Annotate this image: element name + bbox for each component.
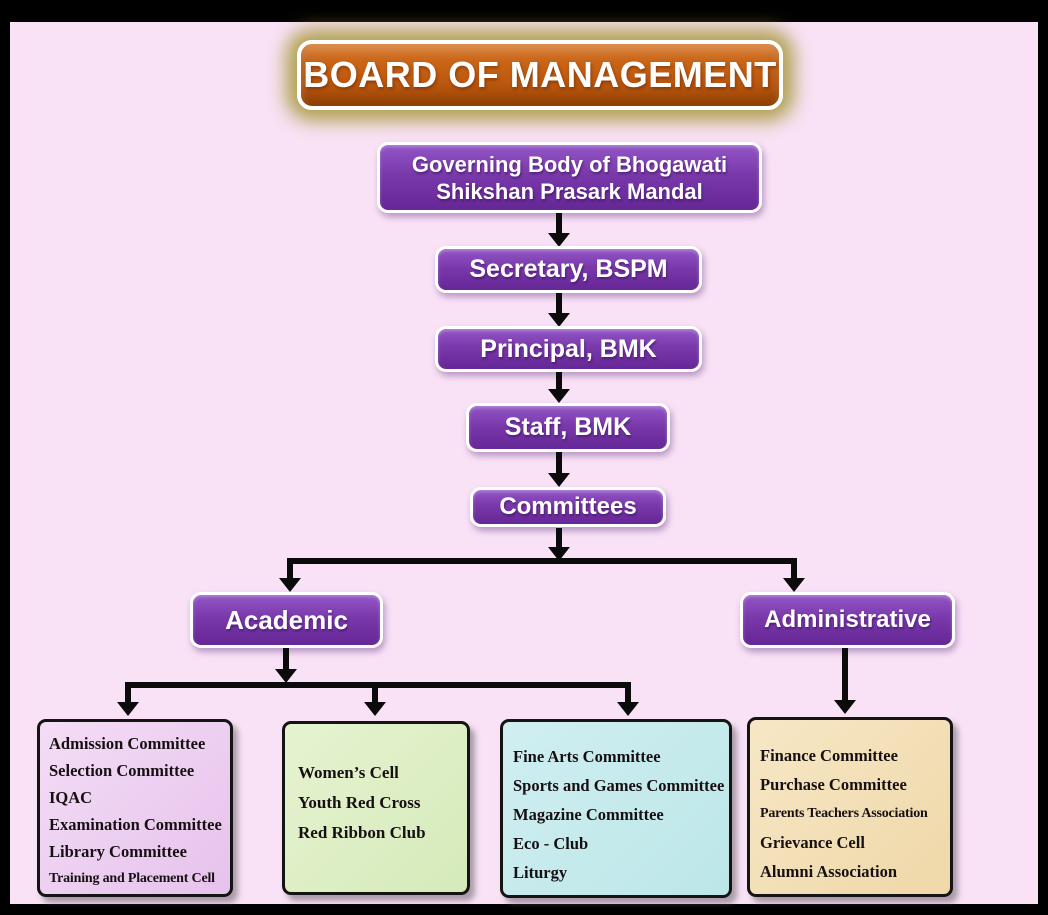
arrow-down-icon bbox=[834, 700, 856, 714]
list-item: Finance Committee bbox=[760, 746, 898, 765]
list-item: Red Ribbon Club bbox=[298, 823, 426, 842]
arrow-down-icon bbox=[275, 669, 297, 683]
arrow-down-icon bbox=[548, 389, 570, 403]
list-item: Grievance Cell bbox=[760, 833, 865, 852]
arrow-down-icon bbox=[548, 233, 570, 247]
node-staff-bmk: Staff, BMK bbox=[466, 403, 670, 452]
connector-line bbox=[372, 682, 378, 703]
connector-line bbox=[125, 682, 131, 703]
list-item: IQAC bbox=[49, 788, 93, 807]
list-item: Alumni Association bbox=[760, 862, 898, 881]
board-of-management-banner: BOARD OF MANAGEMENT bbox=[297, 40, 783, 110]
connector-line bbox=[556, 528, 562, 548]
arrow-down-icon bbox=[617, 702, 639, 716]
connector-line bbox=[287, 558, 293, 579]
list-item: Purchase Committee bbox=[760, 775, 907, 794]
connector-line bbox=[842, 648, 848, 701]
list-item: Women’s Cell bbox=[298, 763, 399, 782]
list-item: Fine Arts Committee bbox=[513, 747, 661, 766]
node-secretary-bspm: Secretary, BSPM bbox=[435, 246, 702, 293]
node-principal-bmk: Principal, BMK bbox=[435, 326, 702, 372]
list-item: Youth Red Cross bbox=[298, 793, 421, 812]
node-academic: Academic bbox=[190, 592, 383, 648]
list-item: Sports and Games Committee bbox=[513, 776, 725, 795]
arrow-down-icon bbox=[548, 313, 570, 327]
node-administrative: Administrative bbox=[740, 592, 955, 648]
arrow-down-icon bbox=[279, 578, 301, 592]
connector-line bbox=[556, 372, 562, 390]
connector-line bbox=[556, 452, 562, 474]
connector-line bbox=[791, 558, 797, 579]
arrow-down-icon bbox=[117, 702, 139, 716]
arrow-down-icon bbox=[364, 702, 386, 716]
arrow-down-icon bbox=[548, 547, 570, 561]
list-item: Selection Committee bbox=[49, 761, 195, 780]
connector-line bbox=[556, 213, 562, 234]
list-item: Library Committee bbox=[49, 842, 187, 861]
list-item: Eco - Club bbox=[513, 834, 589, 853]
node-committees: Committees bbox=[470, 487, 666, 527]
connector-branch-line bbox=[287, 558, 797, 564]
node-governing-body: Governing Body of Bhogawati Shikshan Pra… bbox=[377, 142, 762, 213]
arrow-down-icon bbox=[783, 578, 805, 592]
list-item: Examination Committee bbox=[49, 815, 222, 834]
connector-line bbox=[283, 648, 289, 670]
list-item: Admission Committee bbox=[49, 734, 206, 753]
list-item: Magazine Committee bbox=[513, 805, 664, 824]
list-item: Liturgy bbox=[513, 863, 568, 882]
connector-line bbox=[556, 293, 562, 314]
list-item: Parents Teachers Association bbox=[760, 806, 928, 821]
arrow-down-icon bbox=[548, 473, 570, 487]
list-item: Training and Placement Cell bbox=[49, 871, 215, 886]
connector-line bbox=[625, 682, 631, 703]
